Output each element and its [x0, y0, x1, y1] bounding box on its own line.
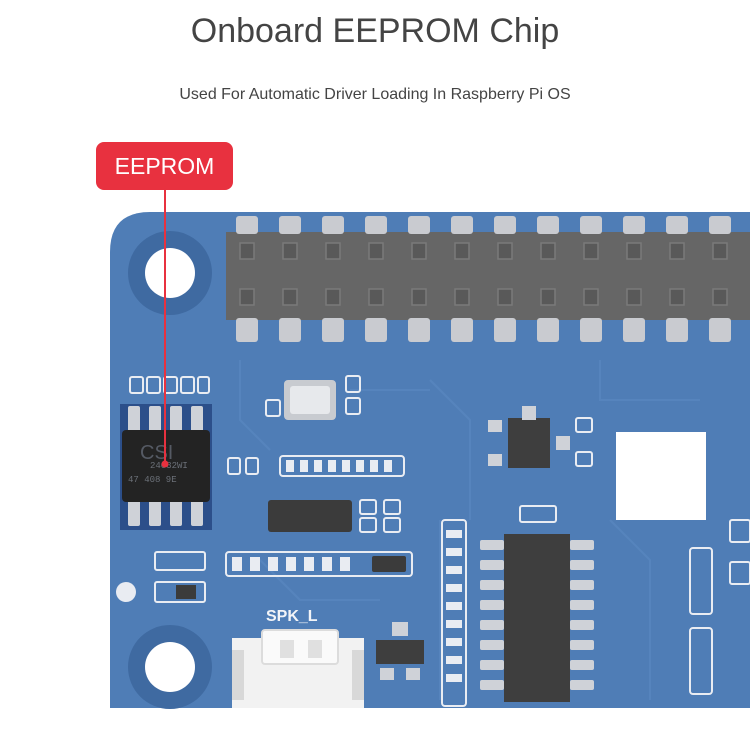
dark-component — [268, 500, 352, 532]
white-pad — [616, 432, 706, 520]
gpio-pins-bottom — [236, 318, 731, 342]
caps-right — [359, 499, 401, 533]
test-pad — [116, 582, 136, 602]
resistor-pads-middle — [286, 460, 392, 472]
crystal-oscillator — [265, 375, 361, 420]
eeprom-pins-top — [128, 406, 203, 432]
mounting-hole-bottom — [145, 642, 195, 692]
callout-dot — [161, 460, 169, 468]
gpio-sockets — [239, 242, 728, 306]
transistor — [488, 406, 570, 468]
resistor-row-middle — [227, 455, 405, 477]
resistor-pads-lower — [232, 557, 350, 571]
mounting-hole-top — [145, 248, 195, 298]
right-side-parts — [689, 519, 750, 695]
small-dark-part — [372, 556, 406, 572]
chip-marking-1: 24C32WI — [150, 461, 188, 471]
page-subtitle: Used For Automatic Driver Loading In Ras… — [179, 86, 571, 103]
page-title: Onboard EEPROM Chip — [190, 12, 560, 50]
speaker-connector — [232, 629, 364, 708]
eeprom-callout-label: EEPROM — [96, 142, 233, 190]
silkscreen-spk-l: SPK_L — [266, 608, 318, 625]
transistor-lower — [376, 622, 424, 680]
resistor-row-lower — [225, 551, 413, 577]
gpio-pins-top — [236, 216, 731, 234]
pcb-traces — [239, 360, 700, 700]
chip-marking-2: 47 408 9E — [128, 475, 177, 485]
eeprom-pins-bottom — [128, 500, 203, 526]
gpio-header — [226, 216, 750, 342]
eeprom-chip: CSI 24C32WI 47 408 9E — [120, 404, 212, 530]
main-ic — [480, 505, 594, 702]
resistor-column — [441, 519, 467, 707]
small-parts-left — [154, 551, 206, 603]
